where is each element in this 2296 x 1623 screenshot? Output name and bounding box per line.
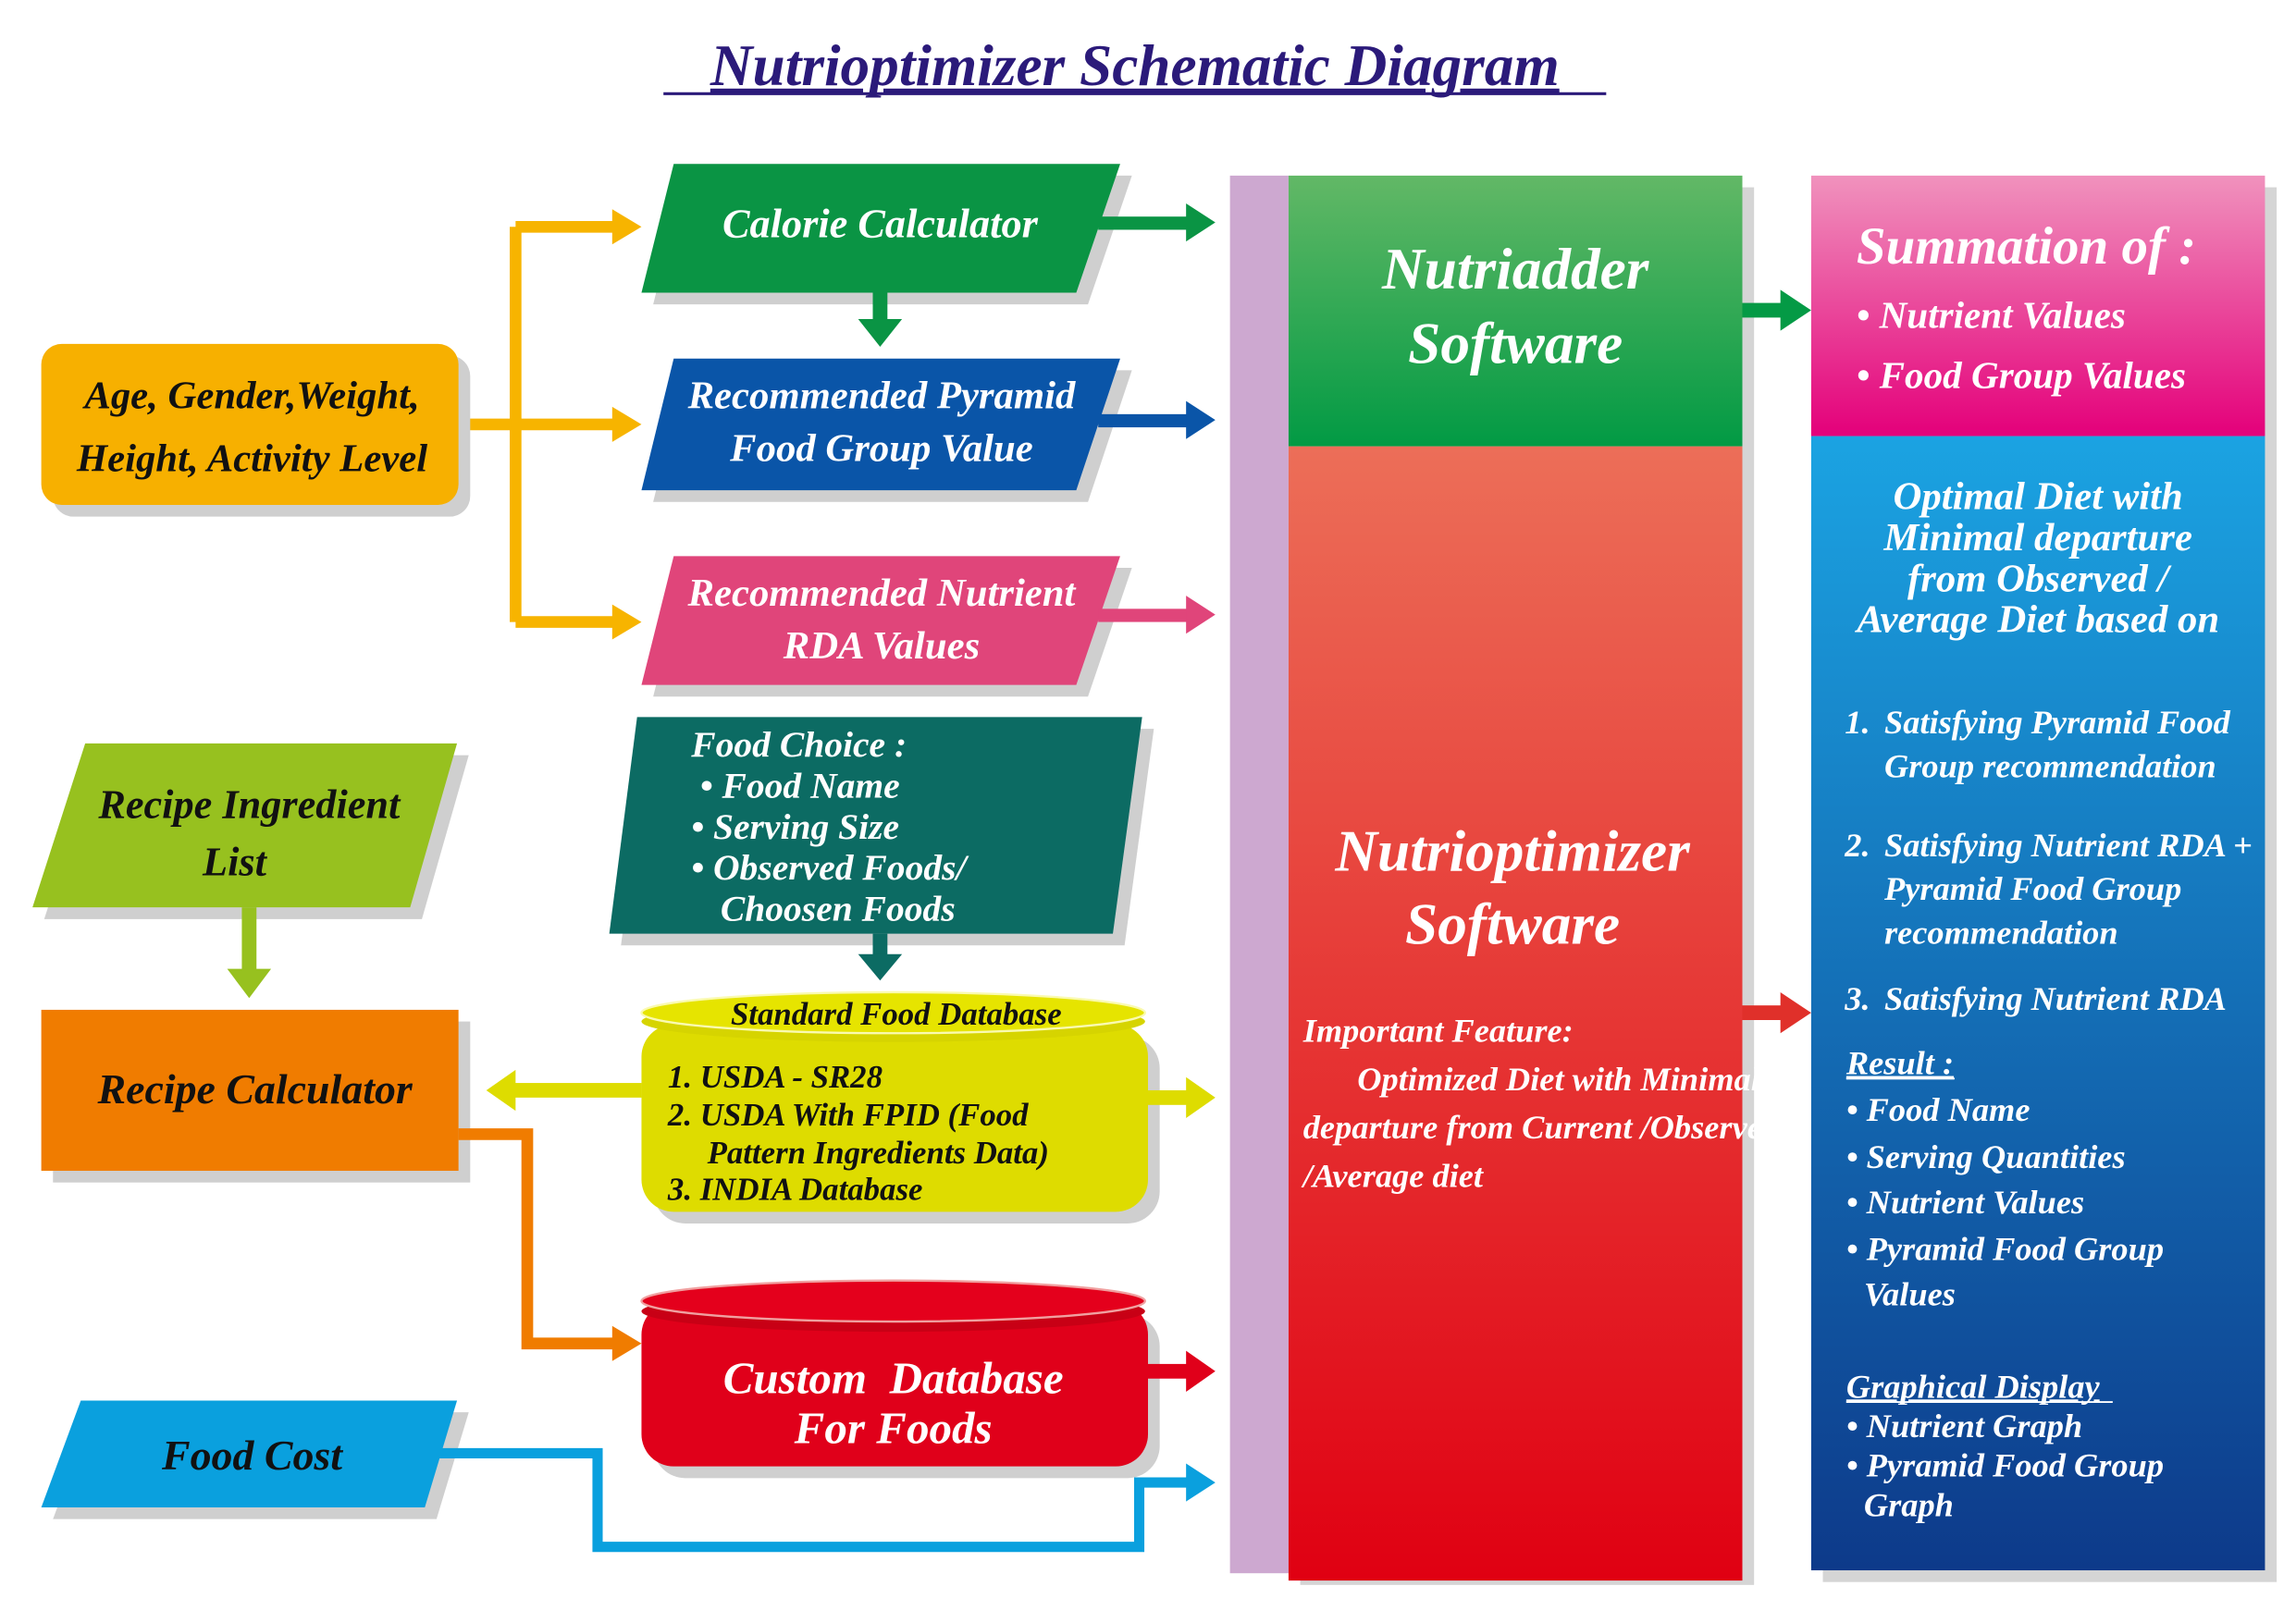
recipe-calculator-label: Recipe Calculator — [97, 1065, 414, 1113]
calorie-calculator-label: Calorie Calculator — [722, 201, 1039, 246]
nutrioptimizer-software-box: Nutrioptimizer Software Important Featur… — [1288, 446, 1780, 1581]
graph-item: • Nutrient Graph — [1846, 1408, 2082, 1445]
standard-db-title: Standard Food Database — [731, 996, 1062, 1032]
recipe-calculator-box: Recipe Calculator — [41, 1009, 459, 1172]
result-item: • Food Name — [1846, 1091, 2031, 1128]
optimizer-line1: Nutrioptimizer — [1334, 819, 1691, 884]
inputs-connector — [458, 220, 615, 628]
result-item: • Pyramid Food Group — [1846, 1231, 2164, 1268]
custom-db-line2: For Foods — [794, 1402, 993, 1453]
food-choice-item: • Food Name — [700, 765, 900, 805]
software-input-bar — [1229, 175, 1289, 1574]
pyramid-food-group-box: Recommended Pyramid Food Group Value — [641, 358, 1120, 491]
food-choice-item: • Serving Size — [691, 806, 899, 847]
ingredient-to-recipe-arrow — [227, 907, 272, 999]
criterion-number: 1. — [1845, 704, 1870, 741]
criterion-line: Satisfying Nutrient RDA — [1884, 980, 2227, 1017]
optimizer-feature-line: /Average diet — [1301, 1157, 1485, 1194]
pyramid-line2: Food Group Value — [729, 426, 1033, 470]
result-intro: Average Diet based on — [1854, 598, 2219, 642]
inputs-line1: Age, Gender,Weight, — [81, 375, 419, 418]
optimizer-arrow — [1742, 991, 1811, 1034]
recipe-to-custom-db-connector — [458, 1128, 642, 1361]
nutriadder-arrow — [1742, 289, 1811, 331]
criterion-line: Group recommendation — [1884, 747, 2216, 784]
inputs-line2: Height, Activity Level — [76, 437, 427, 481]
nutriadder-software-box: Nutriadder Software — [1288, 175, 1743, 447]
nutrient-rda-line2: RDA Values — [783, 624, 981, 668]
summation-box: Summation of : • Nutrient Values • Food … — [1810, 175, 2265, 436]
result-item: Values — [1864, 1276, 1956, 1313]
criterion-number: 3. — [1844, 980, 1870, 1017]
calorie-arrow — [1098, 203, 1216, 242]
recipe-ingredient-list-box: Recipe Ingredient List — [32, 743, 458, 908]
nutrient-rda-arrow — [1098, 596, 1216, 634]
food-choice-box: Food Choice : • Food Name • Serving Size… — [609, 717, 1142, 934]
food-choice-item: • Observed Foods/ — [691, 847, 969, 888]
criterion-line: Satisfying Pyramid Food — [1884, 704, 2231, 741]
graph-heading: Graphical Display — [1846, 1368, 2101, 1405]
custom-db-line1: Custom Database — [723, 1353, 1064, 1404]
pyramid-line1: Recommended Pyramid — [687, 375, 1076, 418]
criterion-line: Pyramid Food Group — [1883, 870, 2181, 907]
summation-heading: Summation of : — [1857, 217, 2196, 276]
nutriadder-line1: Nutriadder — [1381, 237, 1650, 301]
food-choice-to-db-arrow — [858, 933, 903, 981]
calorie-calculator-box: Calorie Calculator — [641, 164, 1120, 293]
custom-db-arrow — [1148, 1350, 1216, 1392]
inputs-box: Age, Gender,Weight, Height, Activity Lev… — [41, 343, 459, 505]
page-title: Nutrioptimizer Schematic Diagram — [710, 33, 1560, 98]
optimizer-feature-label: Important Feature: — [1302, 1013, 1574, 1050]
standard-db-item: 3. INDIA Database — [667, 1172, 923, 1208]
result-item: • Serving Quantities — [1846, 1138, 2126, 1175]
graph-item: • Pyramid Food Group — [1846, 1447, 2164, 1484]
nutrient-rda-line1: Recommended Nutrient — [687, 572, 1077, 615]
optimizer-feature-line: departure from Current /Observed — [1303, 1109, 1780, 1146]
criterion-line: recommendation — [1884, 915, 2118, 952]
result-heading: Result : — [1845, 1045, 1954, 1082]
inputs-arrowheads — [611, 209, 642, 640]
standard-db-item: 1. USDA - SR28 — [668, 1059, 883, 1095]
nutriadder-line2: Software — [1408, 311, 1623, 375]
result-intro: Optimal Diet with — [1894, 475, 2183, 519]
nutrient-rda-box: Recommended Nutrient RDA Values — [641, 556, 1120, 685]
db-to-software-arrow — [1148, 1076, 1216, 1119]
summation-item: • Food Group Values — [1857, 353, 2186, 396]
optimizer-feature-line: Optimized Diet with Minimal — [1357, 1061, 1760, 1098]
standard-db-item: 2. USDA With FPID (Food — [667, 1097, 1029, 1133]
summation-item: • Nutrient Values — [1857, 293, 2126, 336]
recipe-ingredient-line1: Recipe Ingredient — [97, 782, 401, 828]
criterion-line: Satisfying Nutrient RDA + — [1884, 827, 2253, 864]
calorie-to-pyramid-arrow — [858, 292, 903, 348]
result-intro: from Observed / — [1907, 557, 2172, 600]
custom-database-for-foods: Custom Database For Foods — [640, 1279, 1148, 1467]
result-intro: Minimal departure — [1882, 516, 2192, 559]
optimizer-line2: Software — [1405, 892, 1620, 957]
food-cost-connector — [425, 1447, 1216, 1553]
standard-food-database: Standard Food Database 1. USDA - SR28 2.… — [640, 990, 1148, 1212]
food-cost-label: Food Cost — [161, 1432, 343, 1479]
food-cost-box: Food Cost — [41, 1400, 458, 1507]
pyramid-arrow — [1098, 400, 1216, 439]
recipe-ingredient-line2: List — [202, 839, 268, 884]
criterion-number: 2. — [1844, 827, 1870, 864]
result-panel: Optimal Diet with Minimal departure from… — [1810, 436, 2265, 1571]
food-choice-heading: Food Choice : — [690, 724, 907, 765]
standard-db-item: Pattern Ingredients Data) — [707, 1135, 1049, 1171]
food-choice-item: Choosen Foods — [721, 888, 956, 928]
graph-item: Graph — [1864, 1486, 1954, 1523]
result-item: • Nutrient Values — [1846, 1184, 2084, 1221]
db-to-recipe-arrow — [486, 1069, 642, 1112]
